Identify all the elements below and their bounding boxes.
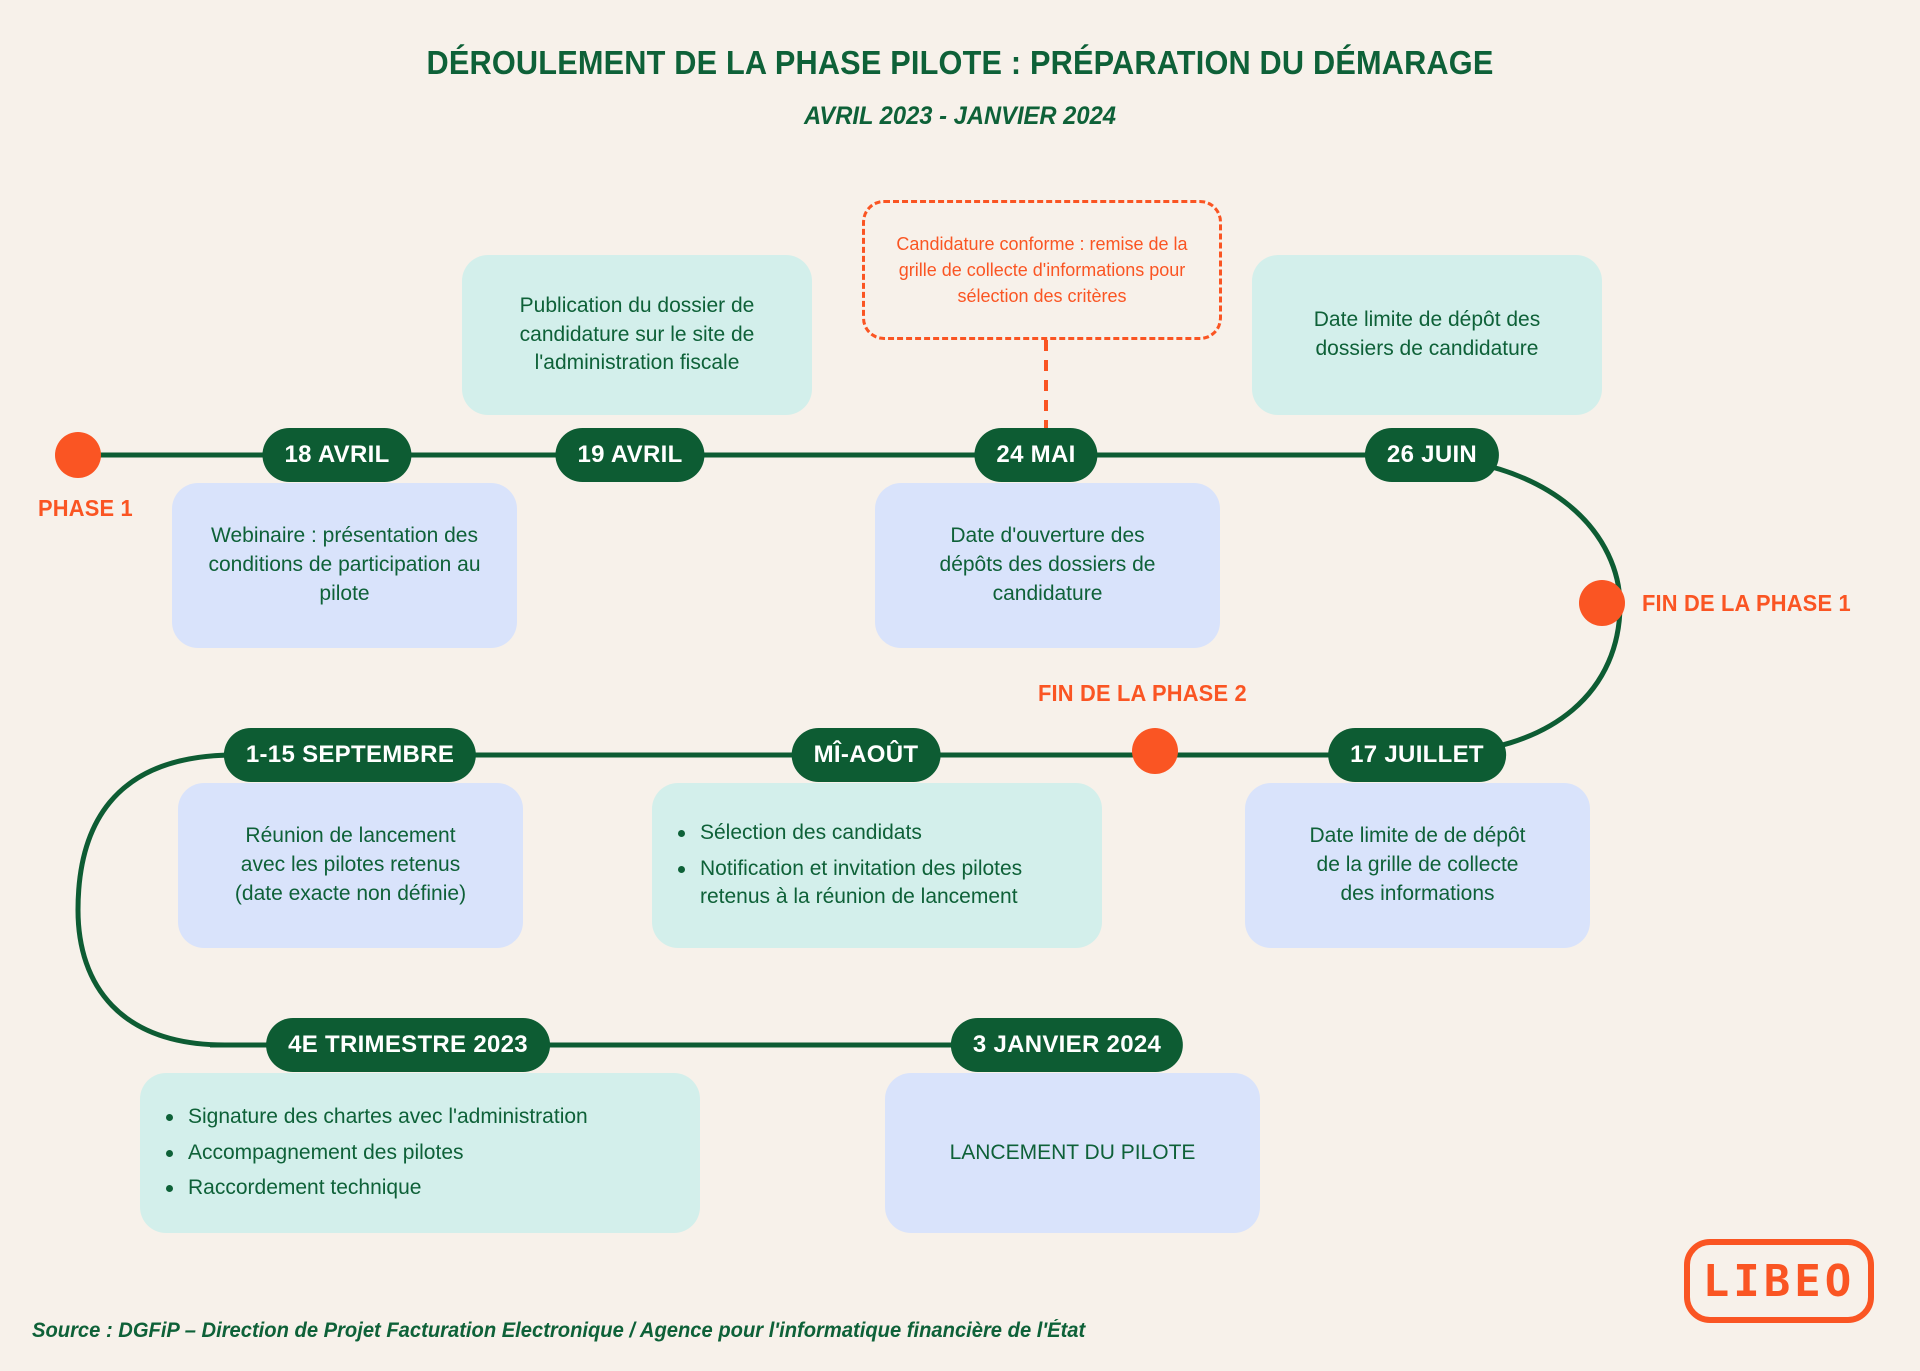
card-line: Date limite de de dépôt [1309, 824, 1526, 848]
list-item: Accompagnement des pilotes [162, 1139, 678, 1168]
marker-fin-phase-2-label: FIN DE LA PHASE 2 [1038, 680, 1247, 706]
list-item: Raccordement technique [162, 1174, 678, 1203]
card-line: Date d'ouverture des [950, 524, 1145, 548]
marker-fin-phase-1-dot [1579, 580, 1625, 626]
node-19-avril[interactable]: 19 AVRIL [555, 428, 705, 482]
card-line: Réunion de lancement [245, 824, 456, 848]
card-line: (date exacte non définie) [234, 881, 467, 905]
node-4e-trimestre-2023[interactable]: 4E TRIMESTRE 2023 [266, 1018, 550, 1072]
card-line: dépôts des dossiers de [939, 553, 1156, 577]
card-line: LANCEMENT DU PILOTE [949, 1140, 1196, 1164]
node-24-mai[interactable]: 24 MAI [974, 428, 1098, 482]
card-line: dossiers de candidature [1315, 337, 1539, 360]
callout-line: sélection des critères [957, 286, 1127, 307]
card-mi-aout: Sélection des candidats Notification et … [652, 783, 1102, 948]
card-bullet-list: Signature des chartes avec l'administrat… [162, 1103, 678, 1204]
card-line: conditions de participation au [208, 553, 481, 577]
card-line: candidature [992, 581, 1103, 605]
card-3-janvier-2024: LANCEMENT DU PILOTE [885, 1073, 1260, 1233]
card-line: Webinaire : présentation des [211, 524, 478, 548]
card-bullet-list: Sélection des candidats Notification et … [674, 819, 1080, 913]
list-item: Signature des chartes avec l'administrat… [162, 1103, 678, 1132]
marker-phase-1-label: PHASE 1 [38, 495, 133, 521]
list-item: Notification et invitation des pilotes r… [674, 855, 1080, 913]
libeo-logo-text: LIBEO [1702, 1255, 1856, 1307]
card-1-15-septembre: Réunion de lancement avec les pilotes re… [178, 783, 523, 948]
card-line: avec les pilotes retenus [240, 853, 461, 877]
card-24-mai: Date d'ouverture des dépôts des dossiers… [875, 483, 1220, 648]
node-17-juillet[interactable]: 17 JUILLET [1328, 728, 1506, 782]
card-line: l'administration fiscale [534, 351, 740, 375]
page-title: DÉROULEMENT DE LA PHASE PILOTE : PRÉPARA… [426, 44, 1494, 81]
card-18-avril: Webinaire : présentation des conditions … [172, 483, 517, 648]
node-18-avril[interactable]: 18 AVRIL [262, 428, 412, 482]
source-footer: Source : DGFiP – Direction de Projet Fac… [32, 1319, 1086, 1342]
callout-candidature-conforme: Candidature conforme : remise de la gril… [862, 200, 1222, 340]
callout-line: Candidature conforme : remise de la [896, 233, 1188, 254]
card-line: candidature sur le site de [519, 322, 755, 346]
callout-line: grille de collecte d'informations pour [898, 259, 1186, 280]
node-1-15-septembre[interactable]: 1-15 SEPTEMBRE [223, 728, 477, 782]
card-line: des informations [1340, 881, 1495, 905]
marker-fin-phase-2-dot [1132, 728, 1178, 774]
node-mi-aout[interactable]: MÎ-AOÛT [791, 728, 941, 782]
card-4e-trimestre-2023: Signature des chartes avec l'administrat… [140, 1073, 700, 1233]
card-line: de la grille de collecte [1316, 853, 1519, 877]
libeo-logo: LIBEO [1684, 1239, 1874, 1323]
marker-phase-1-dot [55, 432, 101, 478]
card-17-juillet: Date limite de de dépôt de la grille de … [1245, 783, 1590, 948]
node-3-janvier-2024[interactable]: 3 JANVIER 2024 [950, 1018, 1184, 1072]
node-26-juin[interactable]: 26 JUIN [1364, 428, 1500, 482]
card-26-juin: Date limite de dépôt des dossiers de can… [1252, 255, 1602, 415]
timeline-left-curve [75, 752, 236, 1048]
card-line: pilote [319, 581, 370, 605]
list-item: Sélection des candidats [674, 819, 1080, 848]
card-19-avril: Publication du dossier de candidature su… [462, 255, 812, 415]
marker-fin-phase-1-label: FIN DE LA PHASE 1 [1642, 590, 1851, 616]
card-line: Date limite de dépôt des [1313, 308, 1541, 332]
card-line: Publication du dossier de [519, 293, 755, 317]
page-subtitle: AVRIL 2023 - JANVIER 2024 [804, 102, 1116, 130]
